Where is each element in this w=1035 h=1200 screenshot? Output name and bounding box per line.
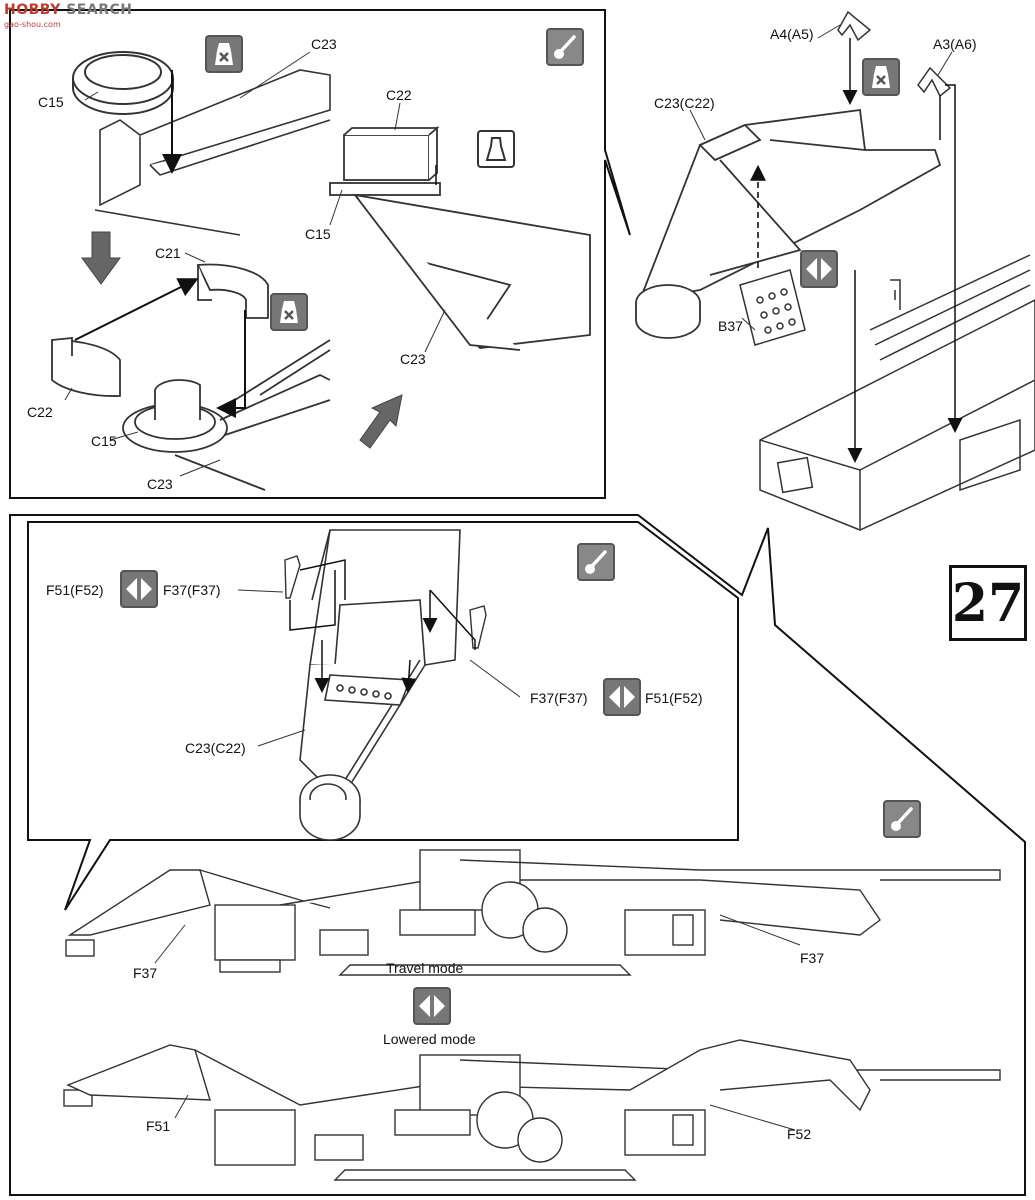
label-f37-right: F37 bbox=[800, 950, 825, 966]
label-c22-top: C22 bbox=[386, 87, 412, 103]
part-c23-assembly-bottom bbox=[122, 339, 331, 491]
label-c15-mid: C15 bbox=[305, 226, 331, 242]
inset-top-left-frame bbox=[9, 9, 631, 499]
label-c22-left: C22 bbox=[27, 404, 53, 420]
no-glue-icon bbox=[205, 35, 243, 73]
label-c23-top: C23 bbox=[311, 36, 337, 52]
label-c23-c22-mid: C23(C22) bbox=[185, 740, 246, 756]
part-c23-arm-top-view bbox=[299, 529, 461, 841]
inset-middle-frame bbox=[27, 521, 739, 911]
label-f37-f37-left: F37(F37) bbox=[163, 582, 221, 598]
part-c15-ring-top bbox=[72, 51, 174, 115]
label-a3-a6: A3(A6) bbox=[933, 36, 977, 52]
label-f37-f37-right: F37(F37) bbox=[530, 690, 588, 706]
option-arrows-icon bbox=[120, 570, 158, 608]
part-c21 bbox=[196, 263, 269, 319]
part-c23-arm-end-top bbox=[94, 69, 331, 236]
part-c22-box bbox=[329, 126, 591, 351]
watermark-logo: HOBBY SEARCH bbox=[4, 2, 133, 18]
label-c15-bottom: C15 bbox=[91, 433, 117, 449]
label-f51: F51 bbox=[146, 1118, 171, 1134]
label-f37-left: F37 bbox=[133, 965, 158, 981]
paint-icon bbox=[883, 800, 921, 838]
part-f51-pins bbox=[284, 555, 487, 649]
label-f51-f52-left: F51(F52) bbox=[46, 582, 104, 598]
part-a3-a6 bbox=[917, 66, 952, 98]
label-c23-mid: C23 bbox=[400, 351, 426, 367]
option-arrows-icon bbox=[800, 250, 838, 288]
big-down-arrow bbox=[81, 231, 121, 285]
step-number: 27 bbox=[949, 565, 1027, 641]
watermark-url: gao-shou.com bbox=[4, 20, 61, 29]
label-c15-top: C15 bbox=[38, 94, 64, 110]
gun-body-top-right bbox=[759, 254, 1035, 531]
option-arrows-icon bbox=[603, 678, 641, 716]
caption-travel-mode: Travel mode bbox=[386, 960, 464, 976]
label-f52: F52 bbox=[787, 1126, 812, 1142]
part-b37-plate bbox=[739, 269, 806, 346]
gun-lowered-mode bbox=[63, 1039, 1001, 1181]
gun-travel-mode bbox=[65, 849, 1001, 976]
label-c21: C21 bbox=[155, 245, 181, 261]
option-arrows-icon bbox=[413, 987, 451, 1025]
paint-icon bbox=[546, 28, 584, 66]
label-c23-c22-top: C23(C22) bbox=[654, 95, 715, 111]
big-diagonal-arrow bbox=[359, 394, 403, 449]
no-glue-icon bbox=[862, 58, 900, 96]
part-a4-a5 bbox=[837, 10, 872, 42]
caption-lowered-mode: Lowered mode bbox=[383, 1031, 476, 1047]
paint-icon bbox=[577, 543, 615, 581]
label-c23-bottom: C23 bbox=[147, 476, 173, 492]
label-f51-f52-right: F51(F52) bbox=[645, 690, 703, 706]
part-c23-trail-arm-large bbox=[635, 108, 942, 339]
part-c22-left bbox=[51, 337, 121, 397]
label-a4-a5: A4(A5) bbox=[770, 26, 814, 42]
no-glue-icon bbox=[270, 293, 308, 331]
bottom-outer-frame bbox=[9, 514, 1026, 1196]
glue-icon bbox=[477, 130, 515, 168]
label-b37: B37 bbox=[718, 318, 743, 334]
